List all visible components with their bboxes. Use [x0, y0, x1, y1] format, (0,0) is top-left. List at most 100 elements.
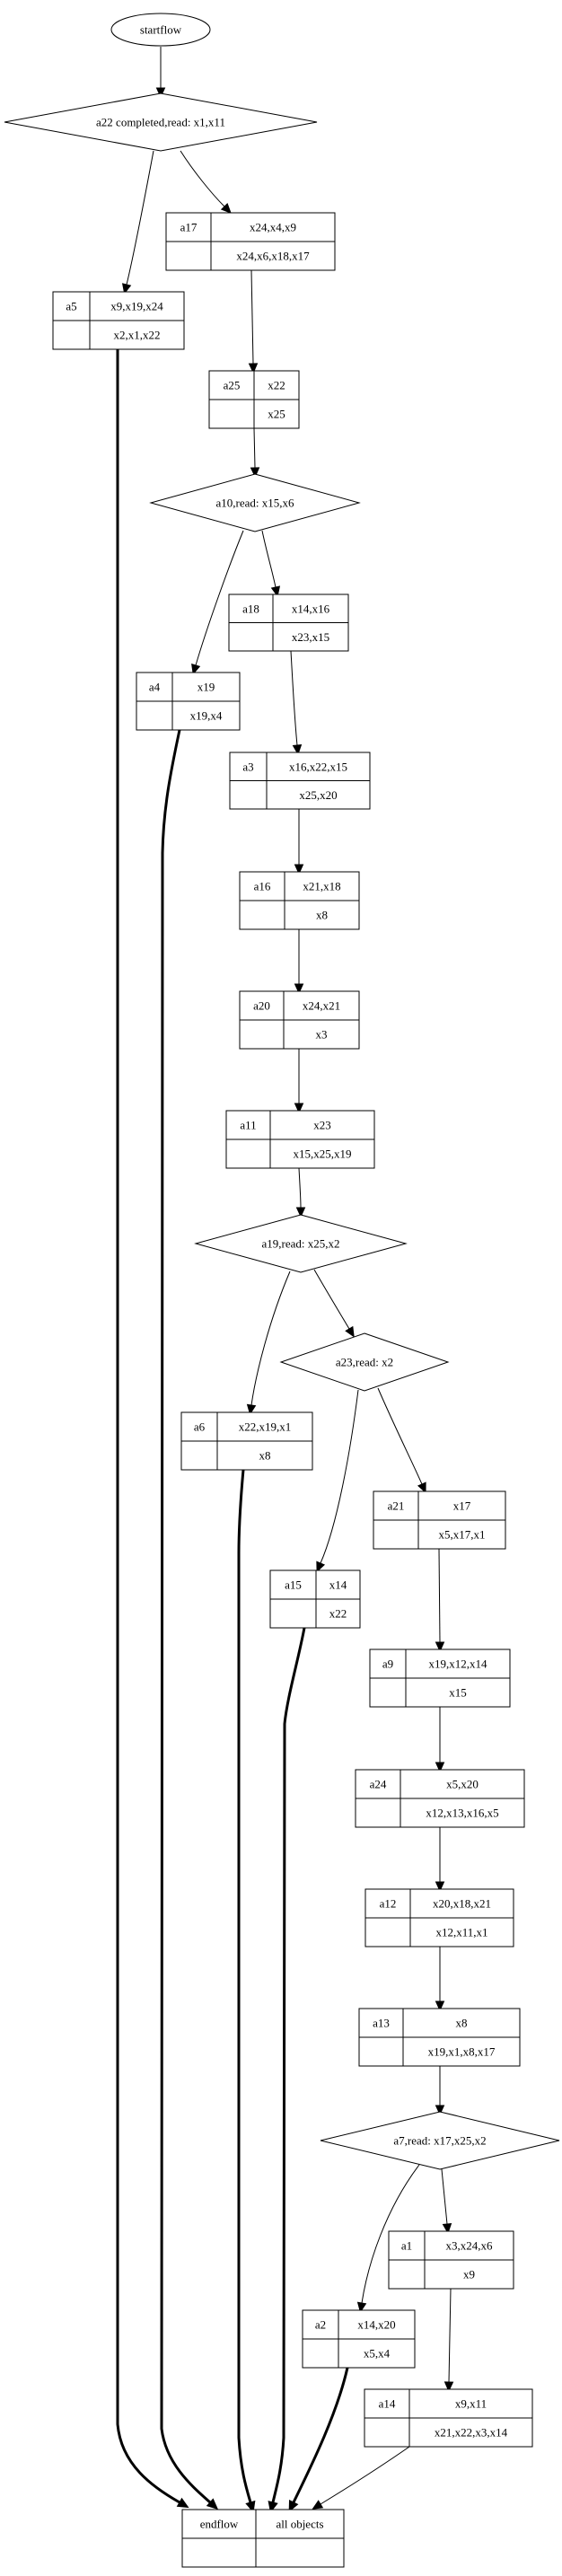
decision-node[interactable]: a23,read: x2	[279, 1332, 450, 1392]
nodes-layer: startflow a22 completed,read: x1,x11 a10,r…	[4, 13, 560, 2568]
activity-writes: x24,x6,x18,x17	[236, 250, 310, 263]
arrowhead-icon	[295, 1207, 306, 1218]
activity-writes: x19,x1,x8,x17	[428, 2045, 496, 2059]
edge-d_a7-to-a1	[441, 2168, 452, 2235]
activity-reads: x21,x18	[303, 880, 340, 893]
activity-reads: x16,x22,x15	[289, 760, 347, 773]
activity-name: a20	[253, 999, 270, 1013]
activity-node[interactable]: a5 x9,x19,x24 x2,x1,x22	[52, 291, 185, 350]
edge-line	[438, 1548, 441, 1643]
activity-reads: x14	[329, 1578, 347, 1592]
decision-label: a22 completed,read: x1,x11	[96, 116, 225, 129]
start-label: startflow	[140, 23, 182, 37]
edge-line	[290, 650, 298, 746]
activity-writes: x15,x25,x19	[294, 1147, 352, 1161]
arrowhead-icon	[417, 1481, 426, 1494]
edge-d_a23-to-a21	[377, 1387, 426, 1494]
edge-a14-to-endflow	[312, 2446, 410, 2510]
edge-a24-to-a12	[435, 1827, 445, 1893]
edges-layer	[116, 47, 454, 2513]
edge-line	[298, 1167, 302, 1209]
activity-name: a3	[242, 760, 253, 773]
decision-diamond	[194, 1214, 408, 1273]
edge-a4-to-endflow	[160, 729, 219, 2510]
edge-line	[261, 530, 277, 588]
activity-name: a1	[401, 2239, 412, 2253]
arrowhead-icon	[345, 1325, 355, 1338]
edge-a5-to-endflow	[116, 349, 189, 2509]
activity-writes: x3	[316, 1028, 328, 1042]
edge-a2-to-endflow	[288, 2367, 349, 2512]
activity-writes: x22	[329, 1607, 347, 1621]
activity-name: a17	[180, 221, 198, 234]
arrowhead-icon	[442, 2222, 452, 2235]
activity-writes: x23,x15	[292, 630, 329, 644]
activity-reads: x24,x21	[303, 999, 340, 1013]
edge-a20-to-a11	[294, 1049, 304, 1114]
edge-a13-to-d_a7	[435, 2066, 445, 2116]
arrowhead-icon	[206, 2498, 219, 2510]
activity-writes: x8	[316, 909, 328, 922]
decision-diamond	[149, 473, 361, 532]
activity-name: a15	[285, 1578, 302, 1592]
edge-a12-to-a13	[435, 1947, 445, 2012]
edge-a25-to-d_a10	[250, 427, 260, 479]
edge-line	[180, 150, 225, 207]
decision-node[interactable]: a22 completed,read: x1,x11	[4, 92, 318, 152]
edge-a16-to-a20	[294, 929, 304, 995]
arrowhead-icon	[155, 87, 166, 99]
activity-reads: x9,x19,x24	[110, 300, 163, 313]
activity-writes: x25,x20	[299, 788, 337, 802]
activity-writes: x2,x1,x22	[114, 329, 161, 342]
arrowhead-icon	[435, 2105, 445, 2116]
activity-name: a12	[380, 1897, 397, 1911]
activity-reads: x22	[268, 379, 285, 392]
decision-node[interactable]: a10,read: x15,x6	[149, 473, 361, 532]
edge-line	[377, 1387, 423, 1485]
start-node[interactable]: startflow	[110, 13, 211, 47]
arrowhead-icon	[294, 1103, 304, 1114]
activity-writes: x25	[268, 408, 285, 421]
activity-writes: x12,x13,x16,x5	[426, 1807, 498, 1820]
edge-line	[253, 427, 256, 469]
edge-d_a10-to-a18	[261, 530, 281, 597]
decision-label: a19,read: x25,x2	[261, 1237, 339, 1251]
arrowhead-icon	[443, 2381, 454, 2393]
activity-node[interactable]: a20 x24,x21 x3	[239, 990, 360, 1050]
decision-node[interactable]: a19,read: x25,x2	[194, 1214, 408, 1273]
edge-line	[195, 530, 244, 666]
activity-reads: x20,x18,x21	[433, 1897, 491, 1911]
edge-line	[271, 1627, 306, 2503]
edge-line	[292, 2367, 349, 2503]
activity-node[interactable]: a15 x14 x22	[269, 1569, 361, 1629]
activity-node[interactable]: a3 x16,x22,x15 x25,x20	[229, 752, 371, 810]
decision-node[interactable]: a7,read: x17,x25,x2	[320, 2111, 560, 2170]
edge-d_a10-to-a4	[191, 530, 244, 675]
arrowhead-icon	[288, 2500, 299, 2512]
edge-line	[441, 2168, 448, 2225]
end-label: endflow	[200, 2518, 239, 2531]
edge-a1-to-a14	[443, 2288, 454, 2393]
activity-name: a5	[66, 300, 76, 313]
edge-d_a22-to-a17	[180, 150, 232, 215]
activity-reads: x23	[313, 1119, 331, 1132]
decision-diamond	[279, 1332, 450, 1392]
activity-writes: x8	[259, 1449, 271, 1463]
decision-diamond	[4, 92, 318, 152]
